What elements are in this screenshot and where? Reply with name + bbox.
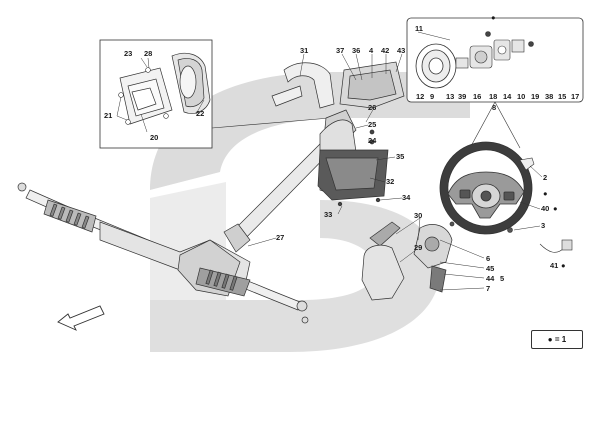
part-label-42: 42 (381, 46, 390, 55)
bullet-marker: ● (561, 261, 566, 270)
wheel-internals-inset (406, 17, 584, 103)
part-label-36: 36 (352, 46, 361, 55)
part-label-25: 25 (368, 120, 377, 129)
bullet-marker: ● (543, 189, 548, 198)
part-label-22: 22 (196, 109, 205, 118)
part-label-34: 34 (402, 193, 411, 202)
part-label-2: 2 (543, 173, 548, 182)
column-switches (361, 221, 455, 301)
part-label-17: 17 (571, 92, 580, 101)
direction-arrow-icon (57, 305, 105, 331)
part-label-45: 45 (486, 264, 495, 273)
part-label-11: 11 (415, 24, 423, 33)
part-label-10: 10 (517, 92, 526, 101)
part-label-6: 6 (486, 254, 491, 263)
part-label-32: 32 (386, 177, 395, 186)
part-label-39: 39 (458, 92, 467, 101)
small-parts (507, 157, 573, 253)
part-label-31: 31 (300, 46, 309, 55)
bullet-marker: ● (553, 204, 558, 213)
part-label-33: 33 (324, 210, 333, 219)
part-label-18: 18 (489, 92, 498, 101)
part-label-38: 38 (545, 92, 554, 101)
part-label-37: 37 (336, 46, 345, 55)
part-label-15: 15 (558, 92, 567, 101)
part-label-29: 29 (414, 243, 423, 252)
steering-column (271, 61, 405, 207)
quantity-legend: ● = 1 (531, 330, 583, 349)
part-label-14: 14 (503, 92, 512, 101)
part-label-16: 16 (473, 92, 482, 101)
part-label-13: 13 (446, 92, 455, 101)
part-label-41: 41 (550, 261, 559, 270)
part-label-44: 44 (486, 274, 495, 283)
part-label-28: 28 (144, 49, 153, 58)
steering-wheel (439, 141, 533, 235)
part-label-24: 24 (368, 136, 377, 145)
callout-connectors (211, 101, 521, 149)
part-label-12: 12 (416, 92, 425, 101)
part-label-19: 19 (531, 92, 540, 101)
part-label-21: 21 (104, 111, 113, 120)
part-label-4: 4 (369, 46, 374, 55)
part-label-20: 20 (150, 133, 159, 142)
part-label-7: 7 (486, 284, 491, 293)
part-label-30: 30 (414, 211, 423, 220)
part-label-23: 23 (124, 49, 133, 58)
part-label-27: 27 (276, 233, 285, 242)
part-label-43: 43 (397, 46, 406, 55)
steering-rack (17, 182, 309, 324)
part-label-5: 5 (500, 274, 505, 283)
part-label-3: 3 (541, 221, 546, 230)
leader-lines (247, 53, 543, 291)
bullet-marker: ● (491, 13, 496, 22)
part-label-40: 40 (541, 204, 550, 213)
part-label-9: 9 (430, 92, 435, 101)
part-label-8: 8 (492, 103, 497, 112)
part-label-26: 26 (368, 103, 377, 112)
boot-seal-inset (99, 39, 213, 149)
part-label-35: 35 (396, 152, 405, 161)
